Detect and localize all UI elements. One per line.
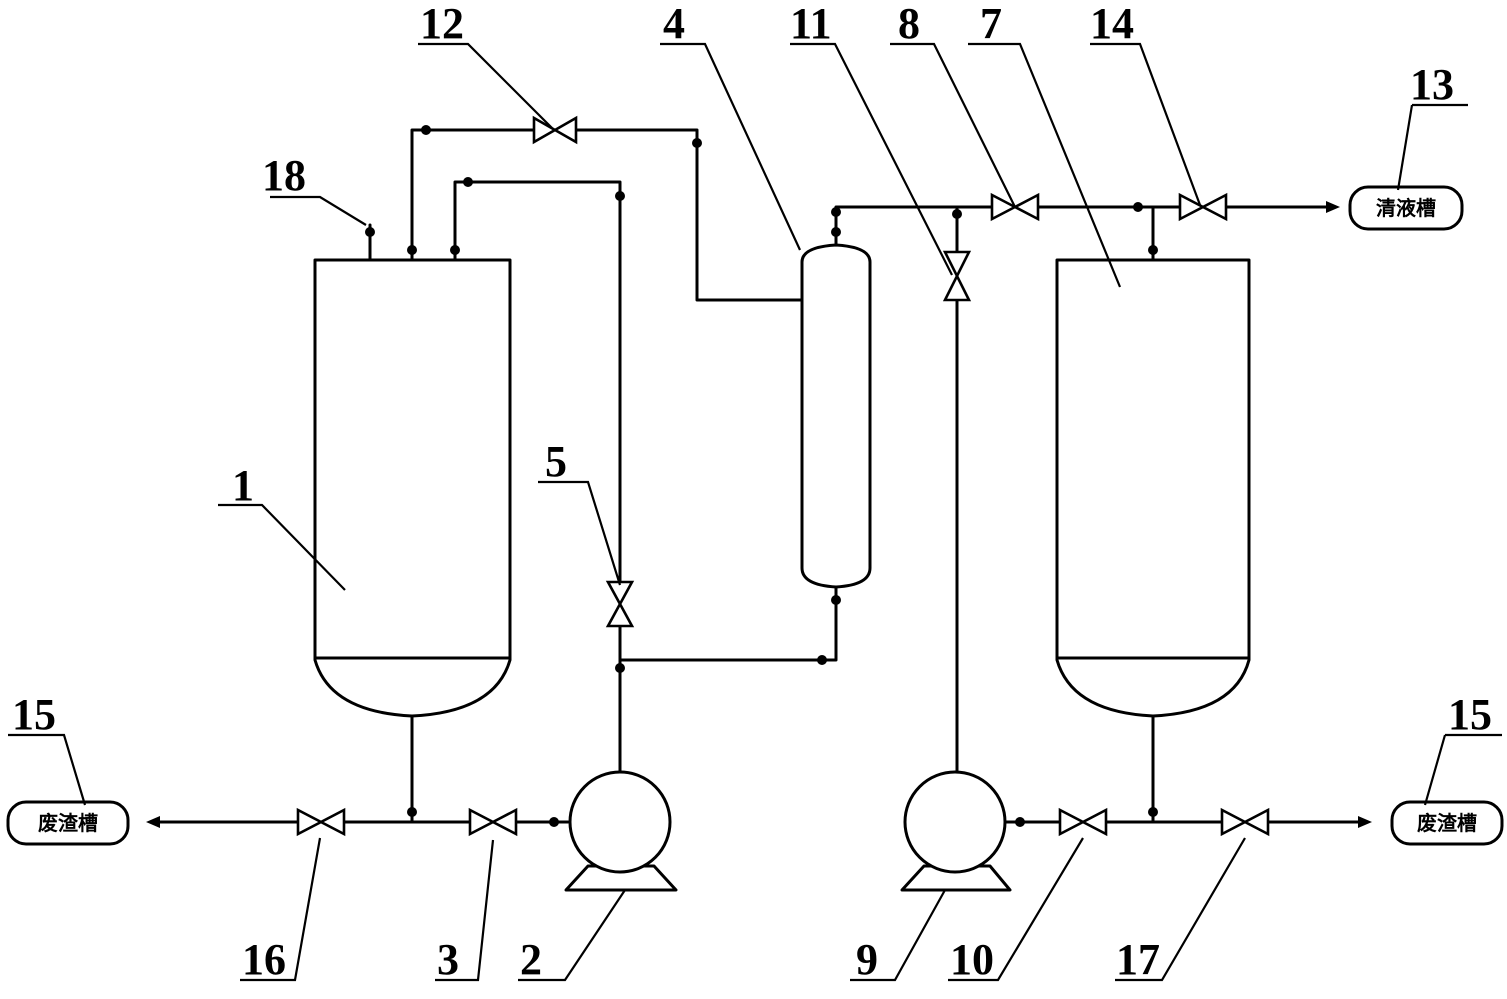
valve-10 [1058, 807, 1108, 837]
terminal-waste-tank-left: 废渣槽 [6, 800, 130, 846]
label-11: 11 [790, 0, 832, 48]
label-15-right: 15 [1448, 690, 1492, 739]
terminal-clear-liquid-tank: 清液槽 [1348, 185, 1464, 231]
label-16: 16 [242, 935, 286, 984]
label-1: 1 [232, 461, 254, 510]
terminal-waste-tank-right: 废渣槽 [1390, 800, 1504, 846]
label-18: 18 [262, 151, 306, 200]
label-17: 17 [1116, 935, 1160, 984]
valve-5 [605, 580, 635, 628]
terminal-label: 清液槽 [1376, 196, 1436, 220]
tank-1 [313, 258, 512, 718]
label-8: 8 [898, 0, 920, 48]
valve-3 [468, 807, 518, 837]
label-15-left: 15 [12, 690, 56, 739]
pump-2 [564, 770, 678, 892]
number-labels: 1 2 3 4 5 7 8 9 10 11 12 13 14 15 15 16 … [12, 0, 1492, 984]
valve-14 [1178, 192, 1228, 222]
junction-dots [365, 125, 1158, 827]
label-5: 5 [545, 437, 567, 486]
label-3: 3 [437, 935, 459, 984]
label-10: 10 [950, 935, 994, 984]
label-4: 4 [663, 0, 685, 48]
label-9: 9 [856, 935, 878, 984]
label-12: 12 [420, 0, 464, 48]
column-4 [800, 243, 872, 589]
valve-17 [1220, 807, 1270, 837]
label-7: 7 [980, 0, 1002, 48]
valve-12 [532, 115, 578, 145]
label-13: 13 [1410, 60, 1454, 109]
flow-arrows [146, 201, 1372, 828]
terminal-label: 废渣槽 [1417, 811, 1477, 835]
terminal-label: 废渣槽 [38, 811, 98, 835]
valve-8 [990, 192, 1040, 222]
valve-11 [942, 250, 972, 302]
valve-16 [296, 807, 346, 837]
label-14: 14 [1090, 0, 1134, 48]
leader-lines [8, 42, 1502, 982]
tank-7 [1055, 258, 1251, 718]
label-2: 2 [520, 935, 542, 984]
pump-9 [900, 770, 1012, 892]
piping [150, 128, 1362, 824]
